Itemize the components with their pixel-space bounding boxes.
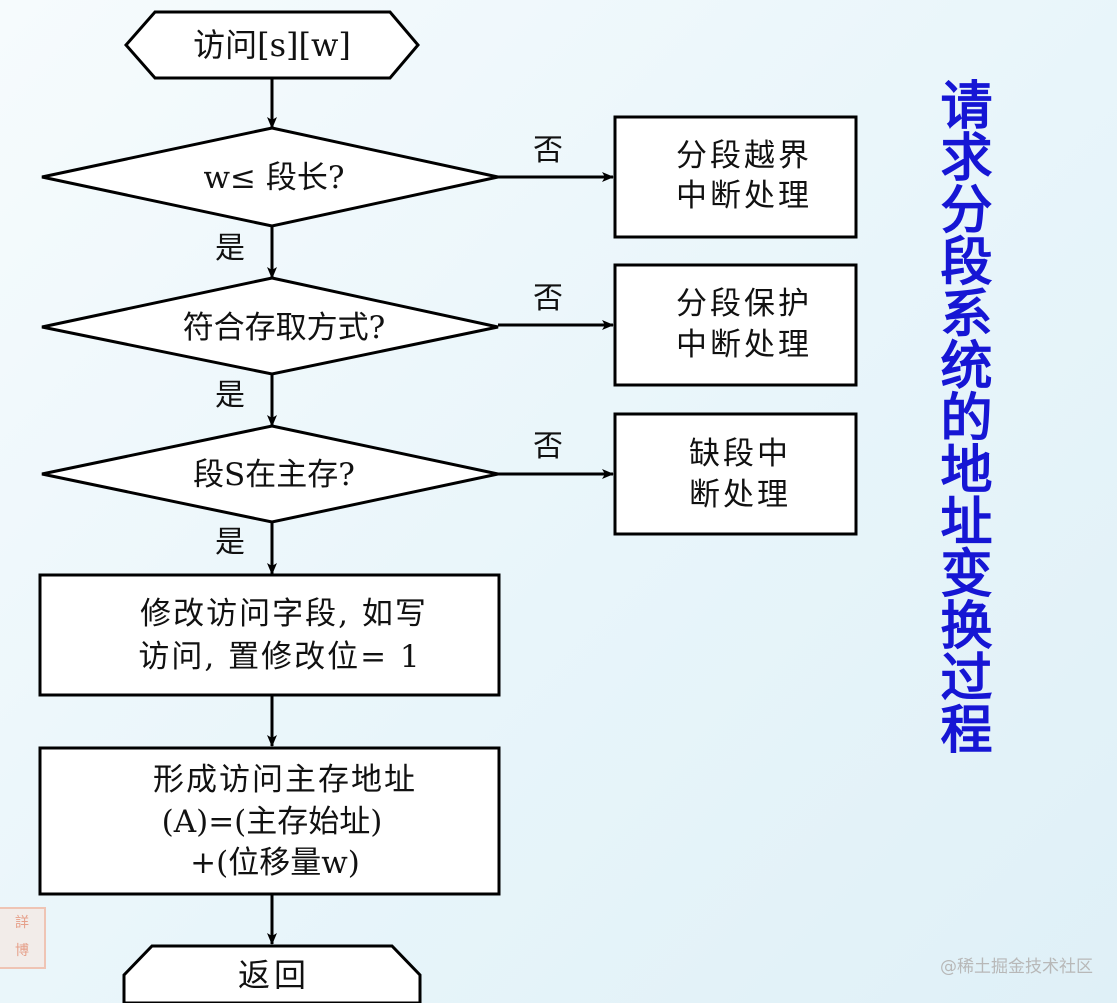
fault3-line2: 断处理 [689,477,791,513]
fault1-line2: 中断处理 [676,178,812,214]
decision1-label: w≤ 段长? [204,160,345,196]
decision-access-mode: 符合存取方式? [41,276,499,376]
process2-line2: (A)=(主存始址) [162,804,383,840]
decision-in-memory: 段S在主存? [41,424,499,524]
start-terminal: 访问[s][w] [124,10,420,80]
fault-box-missing-segment: 缺段中 断处理 [613,412,858,536]
process2-line1: 形成访问主存地址 [153,762,417,798]
decision-segment-length: w≤ 段长? [41,126,499,228]
fault2-line2: 中断处理 [676,327,812,363]
vertical-title: 请求分段系统的地址变换过程 [931,78,992,754]
process-update-access-fields: 修改访问字段, 如写 访问, 置修改位= 1 [38,573,501,697]
process-form-address: 形成访问主存地址 (A)=(主存始址) +(位移量w) [38,746,501,896]
start-label: 访问[s][w] [193,26,351,64]
seal-stamp: 詳博 [0,907,46,969]
watermark: @稀土掘金技术社区 [940,957,1093,977]
fault-box-protection: 分段保护 中断处理 [613,263,858,387]
no-label-1: 否 [533,133,563,168]
fault3-line1: 缺段中 [689,436,791,472]
decision3-label: 段S在主存? [193,457,355,493]
yes-label-1: 是 [215,231,245,266]
process1-line1: 修改访问字段, 如写 [140,596,428,632]
no-label-2: 否 [533,281,563,316]
end-terminal: 返回 [122,944,422,1003]
end-label: 返回 [238,956,310,994]
yes-label-2: 是 [215,378,245,413]
process1-line2: 访问, 置修改位= 1 [138,639,421,675]
no-label-3: 否 [533,429,563,464]
decision2-label: 符合存取方式? [183,310,386,346]
yes-label-3: 是 [215,525,245,560]
fault1-line1: 分段越界 [676,138,812,174]
fault2-line1: 分段保护 [676,286,812,322]
fault-box-out-of-bounds: 分段越界 中断处理 [613,115,858,239]
process2-line3: +(位移量w) [190,845,360,881]
